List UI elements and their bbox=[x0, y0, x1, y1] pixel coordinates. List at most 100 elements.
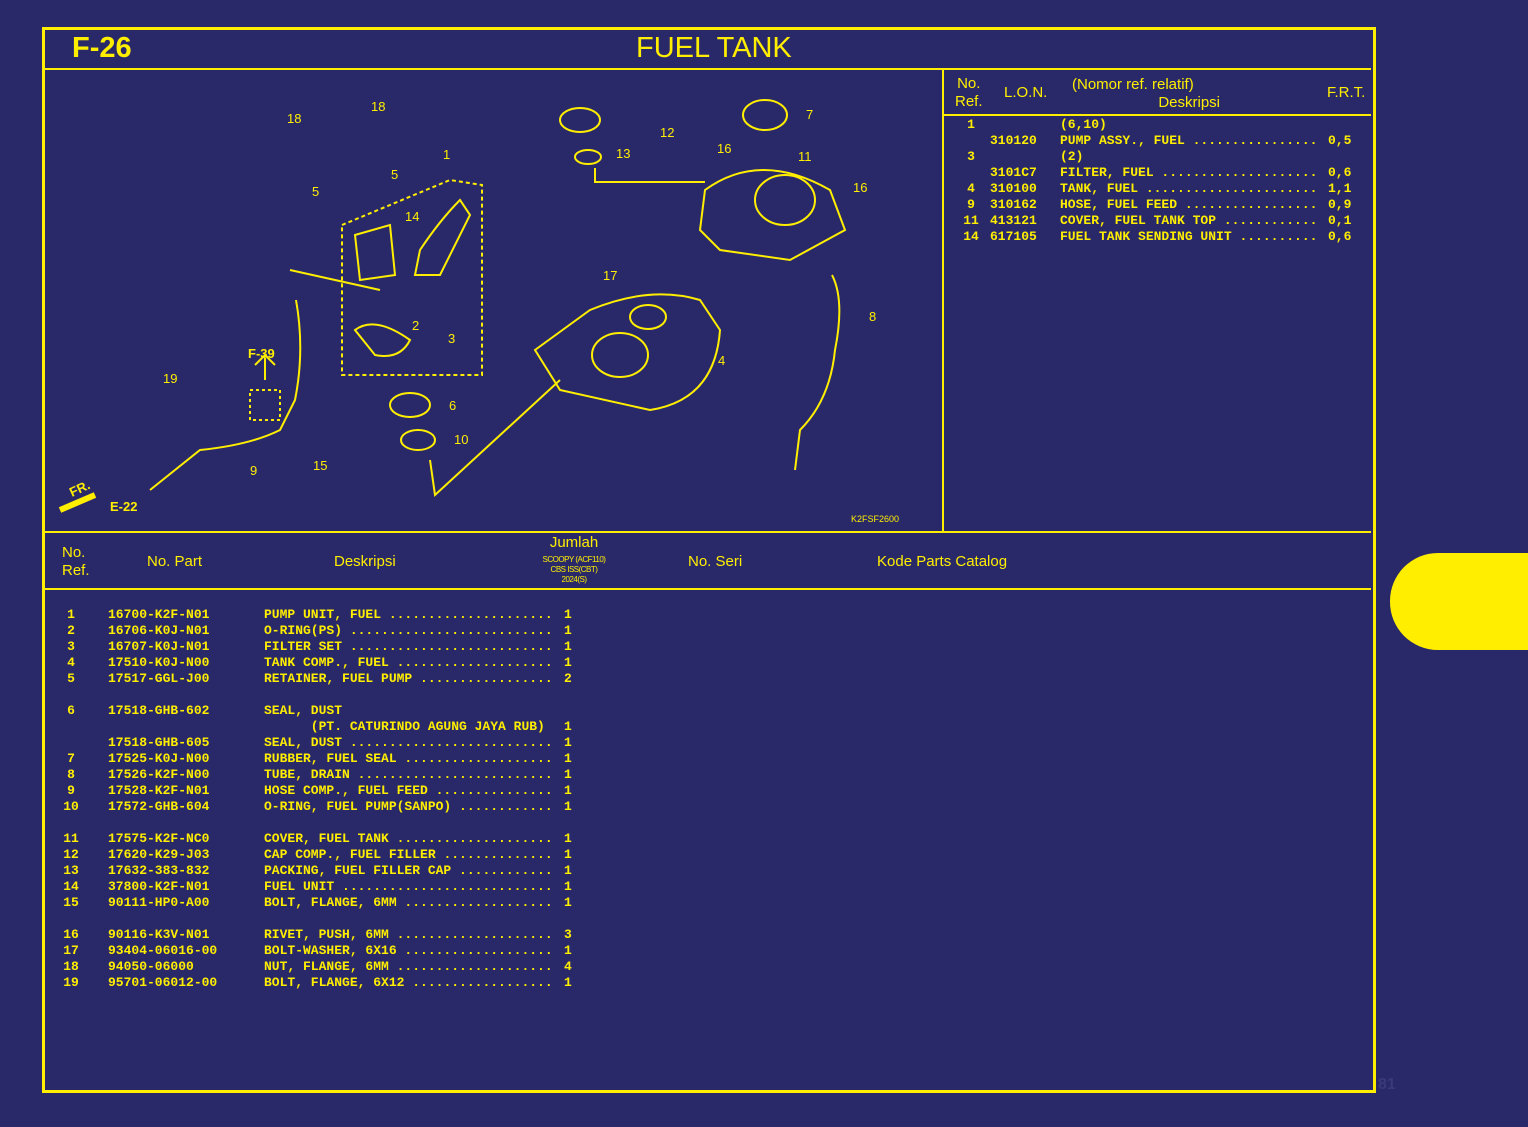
row-desc-cell: FILTER, FUEL .................... bbox=[1060, 165, 1328, 181]
frt-row-lon: 310162 bbox=[990, 197, 1037, 212]
parts-row-part: 16707-K0J-N01 bbox=[108, 639, 210, 654]
frt-row-ref: 14 bbox=[963, 229, 979, 244]
frt-row-frt bbox=[1328, 117, 1364, 133]
parts-row-ref: 2 bbox=[67, 623, 75, 638]
parts-row-part: 17572-GHB-604 bbox=[108, 799, 210, 814]
model-line1: SCOOPY (ACF110) bbox=[542, 555, 606, 564]
section-code: F-26 bbox=[72, 32, 132, 64]
parts-row-ref: 11 bbox=[63, 831, 79, 846]
parts-row-part: 37800-K2F-N01 bbox=[108, 879, 210, 894]
dot-leader: .......................... bbox=[342, 639, 553, 654]
model-line2: CBS ISS(CBT) bbox=[550, 565, 598, 574]
frt-row-lon: 310120 bbox=[990, 133, 1037, 148]
frt-header-divider bbox=[944, 114, 1371, 116]
row-desc-cell: (2) bbox=[1060, 149, 1328, 165]
fuel-cap bbox=[559, 107, 601, 133]
parts-row-part: 17518-GHB-605 bbox=[108, 735, 210, 750]
parts-row-qty: 1 bbox=[564, 607, 572, 622]
frt-divider bbox=[942, 69, 944, 532]
row-desc: HOSE, FUEL FEED bbox=[1060, 197, 1178, 212]
row-desc-cell: COVER, FUEL TANK TOP ............ bbox=[1060, 213, 1328, 229]
parts-row-qty: 2 bbox=[564, 671, 572, 686]
ref-f39: F-39 bbox=[248, 346, 275, 361]
dot-leader: ................... bbox=[396, 895, 553, 910]
frt-row-lon: 413121 bbox=[990, 213, 1037, 228]
row-desc: O-RING(PS) bbox=[264, 623, 343, 638]
row-desc: PUMP UNIT, FUEL bbox=[264, 607, 382, 622]
row-desc: FILTER, FUEL bbox=[1060, 165, 1154, 180]
parts-row-qty: 3 bbox=[564, 927, 572, 942]
page-number: 81 bbox=[1378, 1076, 1396, 1093]
parts-row-ref: 13 bbox=[63, 863, 79, 878]
frt-row-frt: 1,1 bbox=[1328, 181, 1352, 196]
row-desc: PACKING, FUEL FILLER CAP bbox=[264, 863, 452, 878]
fuel-hose bbox=[149, 299, 302, 491]
callout-19: 19 bbox=[163, 371, 177, 386]
parts-row-ref: 18 bbox=[63, 959, 79, 974]
callout-5: 5 bbox=[391, 167, 398, 182]
row-desc-cell: TANK, FUEL ...................... bbox=[1060, 181, 1328, 197]
row-desc-cell: RIVET, PUSH, 6MM .................... bbox=[264, 927, 564, 943]
row-desc: TANK COMP., FUEL bbox=[264, 655, 389, 670]
frt-row-frt: 0,1 bbox=[1328, 213, 1352, 228]
frt-header-ref-line1: No. bbox=[957, 75, 981, 92]
parts-row-part: 17528-K2F-N01 bbox=[108, 783, 210, 798]
parts-row-part: 94050-06000 bbox=[108, 959, 194, 974]
dot-leader: ........................... bbox=[334, 879, 553, 894]
row-desc-cell: HOSE, FUEL FEED ................. bbox=[1060, 197, 1328, 213]
parts-row-qty: 1 bbox=[564, 975, 572, 990]
frt-header-desc-line2: Deskripsi bbox=[1158, 94, 1220, 111]
row-desc: COVER, FUEL TANK bbox=[264, 831, 389, 846]
dot-leader: .................... bbox=[388, 927, 553, 942]
dot-leader: .................... bbox=[388, 959, 553, 974]
dot-leader: .................... bbox=[388, 831, 553, 846]
parts-row-qty: 1 bbox=[564, 943, 572, 958]
parts-row-qty: 1 bbox=[564, 879, 572, 894]
row-desc-cell: TUBE, DRAIN ......................... bbox=[264, 767, 564, 783]
row-desc-cell: FUEL TANK SENDING UNIT .......... bbox=[1060, 229, 1328, 245]
frt-row-lon bbox=[990, 117, 1060, 133]
callout-8: 8 bbox=[869, 309, 876, 324]
drain-tube bbox=[794, 274, 841, 471]
row-desc-cell: SEAL, DUST .......................... bbox=[264, 735, 564, 751]
callout-16: 16 bbox=[717, 141, 731, 156]
callout-13: 13 bbox=[616, 146, 630, 161]
frt-table-row: 3101C7 FILTER, FUEL ....................0… bbox=[952, 165, 1364, 181]
parts-row-part: 17517-GGL-J00 bbox=[108, 671, 210, 686]
dot-leader: ................... bbox=[396, 751, 553, 766]
callout-18: 18 bbox=[371, 99, 385, 114]
frt-row-frt: 0,6 bbox=[1328, 165, 1352, 180]
dot-leader: ............ bbox=[451, 863, 553, 878]
frt-row-lon: 3101C7 bbox=[990, 165, 1037, 180]
side-tab[interactable] bbox=[1390, 553, 1528, 650]
parts-header-desc: Deskripsi bbox=[334, 553, 396, 570]
dot-leader: .................... bbox=[388, 655, 553, 670]
parts-header-ref: No. Ref. bbox=[62, 544, 90, 580]
seal-dust bbox=[389, 392, 431, 418]
page-title: FUEL TANK bbox=[636, 32, 792, 64]
frt-header-frt: F.R.T. bbox=[1327, 84, 1366, 101]
row-desc-cell: PUMP UNIT, FUEL ..................... bbox=[264, 607, 564, 623]
frt-table-row: 1(6,10) bbox=[952, 117, 1364, 133]
dot-leader: ...................... bbox=[1138, 181, 1318, 196]
parts-row-qty: 1 bbox=[564, 719, 572, 734]
frt-row-lon bbox=[990, 149, 1060, 165]
row-desc-cell: (6,10) bbox=[1060, 117, 1328, 133]
row-desc-cell: PUMP ASSY., FUEL ................ bbox=[1060, 133, 1328, 149]
parts-row-qty: 1 bbox=[564, 655, 572, 670]
dot-leader: .......................... bbox=[342, 623, 553, 638]
parts-row-ref: 5 bbox=[67, 671, 75, 686]
parts-row-ref: 10 bbox=[63, 799, 79, 814]
parts-row-qty: 1 bbox=[564, 863, 572, 878]
dot-leader: ..................... bbox=[381, 607, 553, 622]
parts-row-part bbox=[86, 719, 264, 735]
row-desc-cell: COVER, FUEL TANK .................... bbox=[264, 831, 564, 847]
